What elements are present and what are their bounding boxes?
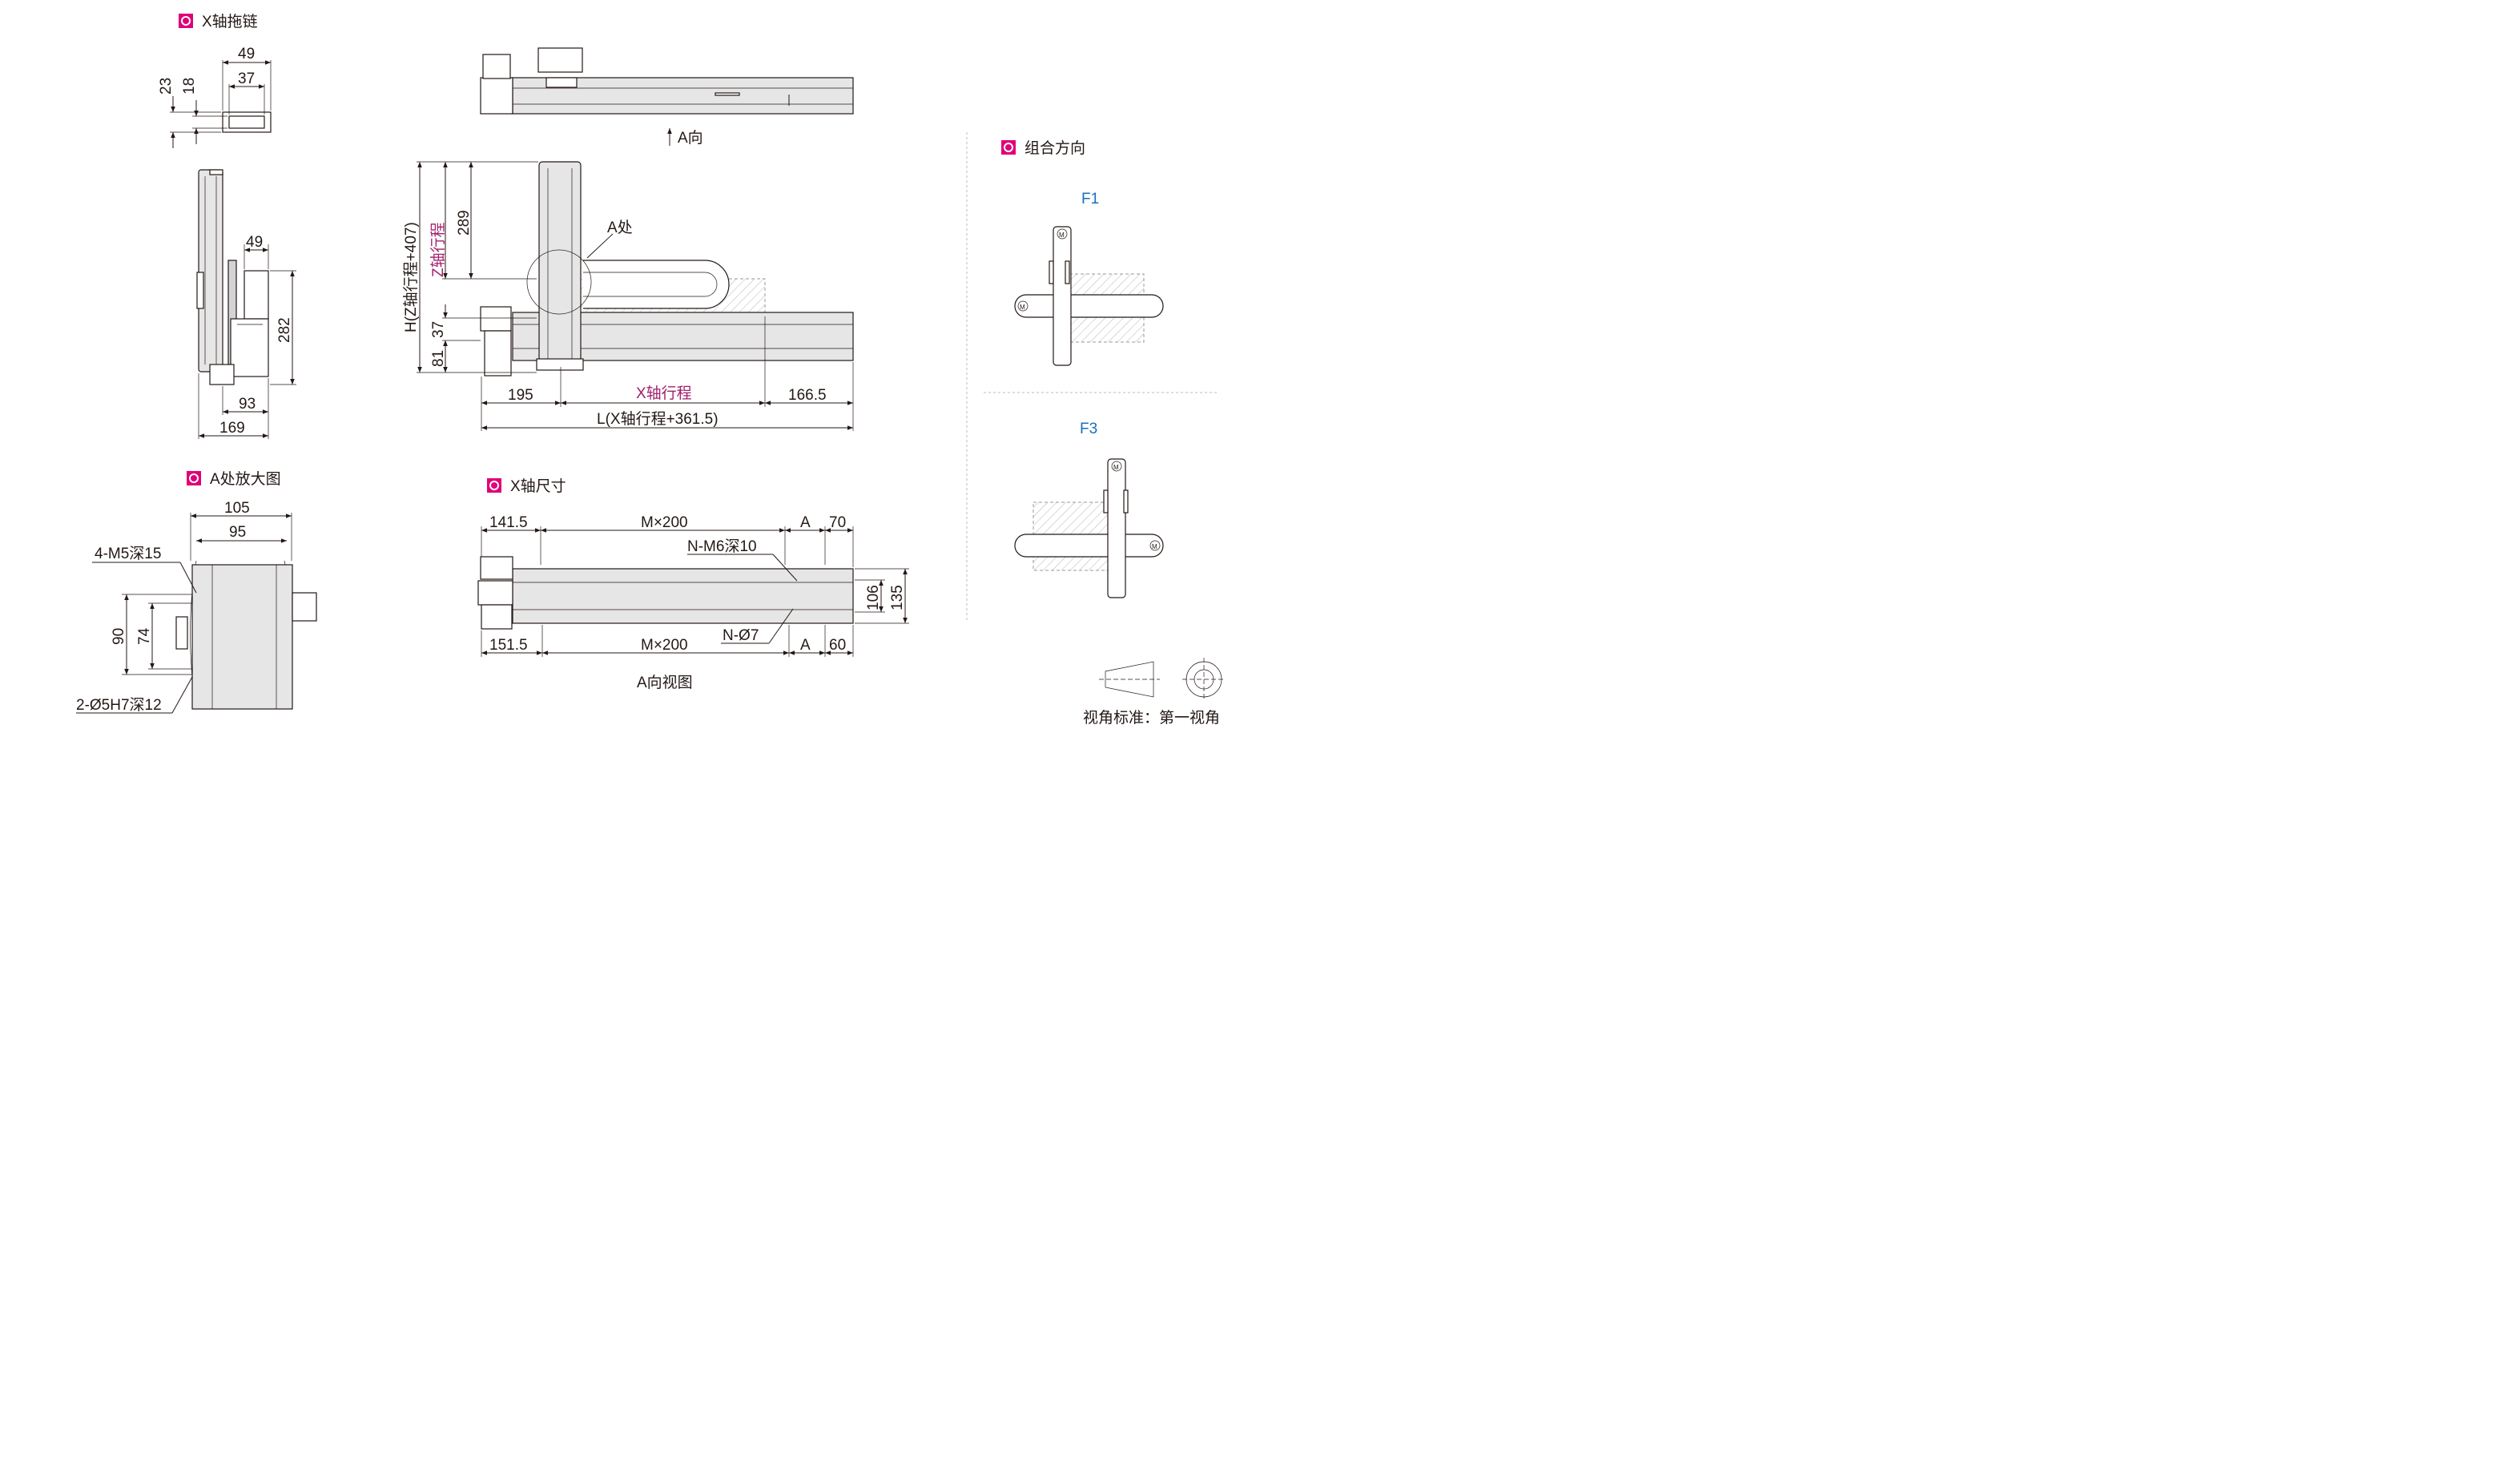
a-view-label: A向视图 bbox=[637, 674, 693, 691]
dim-label: 169 bbox=[219, 420, 245, 437]
dim-label: M×200 bbox=[641, 514, 688, 531]
dim-label: 105 bbox=[224, 500, 250, 517]
dowel-callout: 2-Ø5H7深12 bbox=[76, 696, 162, 714]
dim-label: 18 bbox=[181, 78, 198, 95]
f1-label: F1 bbox=[1081, 191, 1099, 207]
dim-label: 195 bbox=[508, 387, 533, 404]
motor-icon bbox=[1017, 300, 1029, 312]
dim-label: 70 bbox=[829, 514, 846, 531]
l-formula-label: L(X轴行程+361.5) bbox=[597, 410, 719, 428]
front-view: A处 H(Z轴行程+407) Z轴行程 289 37 81 195 X轴行程 1… bbox=[402, 161, 854, 431]
dim-label: 106 bbox=[865, 585, 882, 610]
section-title: A处放大图 bbox=[210, 470, 281, 488]
section-title: X轴尺寸 bbox=[510, 477, 566, 495]
dim-label: 49 bbox=[238, 46, 255, 62]
view-standard-label: 视角标准：第一视角 bbox=[1083, 709, 1220, 727]
section-header-combination: 组合方向 bbox=[1001, 139, 1085, 157]
drag-chain-section: 49 37 23 18 bbox=[158, 46, 272, 148]
section-marker-icon bbox=[187, 471, 201, 485]
h-formula-label: H(Z轴行程+407) bbox=[402, 222, 420, 332]
dim-label: 135 bbox=[889, 585, 906, 610]
section-title: 组合方向 bbox=[1025, 139, 1085, 157]
motor-mark: M bbox=[1152, 543, 1157, 550]
dim-label: 49 bbox=[246, 234, 263, 251]
dim-label: M×200 bbox=[641, 637, 688, 654]
section-title: X轴拖链 bbox=[202, 13, 258, 30]
z-stroke-label: Z轴行程 bbox=[429, 222, 447, 277]
dim-label: 23 bbox=[158, 78, 175, 95]
a-zoom-view: 105 95 90 74 4-M5深15 2-Ø5H7深12 bbox=[76, 500, 317, 714]
dim-label: 289 bbox=[456, 210, 473, 236]
x-stroke-label: X轴行程 bbox=[636, 385, 692, 402]
combo-f1: F1 M M bbox=[1014, 191, 1164, 366]
section-header-x-axis-dim: X轴尺寸 bbox=[487, 477, 566, 495]
motor-icon bbox=[1149, 540, 1161, 551]
dim-label: 60 bbox=[829, 637, 846, 654]
section-header-a-zoom: A处放大图 bbox=[187, 470, 281, 488]
x-axis-view: 141.5 M×200 A 70 N-M6深10 N-Ø7 106 135 15… bbox=[477, 514, 909, 691]
dim-label: 151.5 bbox=[489, 637, 528, 654]
f3-label: F3 bbox=[1080, 421, 1097, 437]
dim-label: 37 bbox=[238, 70, 255, 87]
dim-label: 90 bbox=[111, 628, 127, 645]
projection-symbol-icon bbox=[1099, 658, 1226, 701]
dim-label: 95 bbox=[229, 524, 246, 541]
dim-label: 37 bbox=[430, 321, 447, 338]
dim-label: A bbox=[800, 514, 811, 531]
section-header-x-drag-chain: X轴拖链 bbox=[179, 13, 258, 30]
dim-label: 93 bbox=[239, 396, 256, 413]
section-marker-icon bbox=[487, 478, 501, 493]
motor-mark: M bbox=[1113, 464, 1119, 471]
a-direction-label: A向 bbox=[678, 129, 703, 147]
section-marker-icon bbox=[179, 14, 193, 28]
motor-icon bbox=[1111, 461, 1122, 472]
dim-label: A bbox=[800, 637, 811, 654]
motor-mark: M bbox=[1020, 304, 1025, 311]
section-marker-icon bbox=[1001, 140, 1016, 155]
n7-callout: N-Ø7 bbox=[723, 627, 759, 644]
m6-callout: N-M6深10 bbox=[687, 538, 757, 555]
dim-label: 282 bbox=[276, 317, 293, 343]
dim-label: 141.5 bbox=[489, 514, 528, 531]
motor-icon bbox=[1057, 228, 1068, 240]
dim-label: 166.5 bbox=[788, 387, 827, 404]
dim-label: 81 bbox=[430, 350, 447, 367]
drawing-canvas: X轴拖链 A处放大图 X轴尺寸 组合方向 49 37 bbox=[76, 13, 1226, 727]
dim-label: 74 bbox=[136, 627, 153, 645]
a-location-label: A处 bbox=[607, 219, 633, 236]
combo-f3: F3 M M bbox=[1014, 421, 1164, 598]
m5-callout: 4-M5深15 bbox=[95, 545, 161, 562]
motor-mark: M bbox=[1059, 232, 1065, 239]
top-view: A向 bbox=[480, 47, 854, 147]
side-view: 49 282 93 169 bbox=[196, 169, 296, 439]
